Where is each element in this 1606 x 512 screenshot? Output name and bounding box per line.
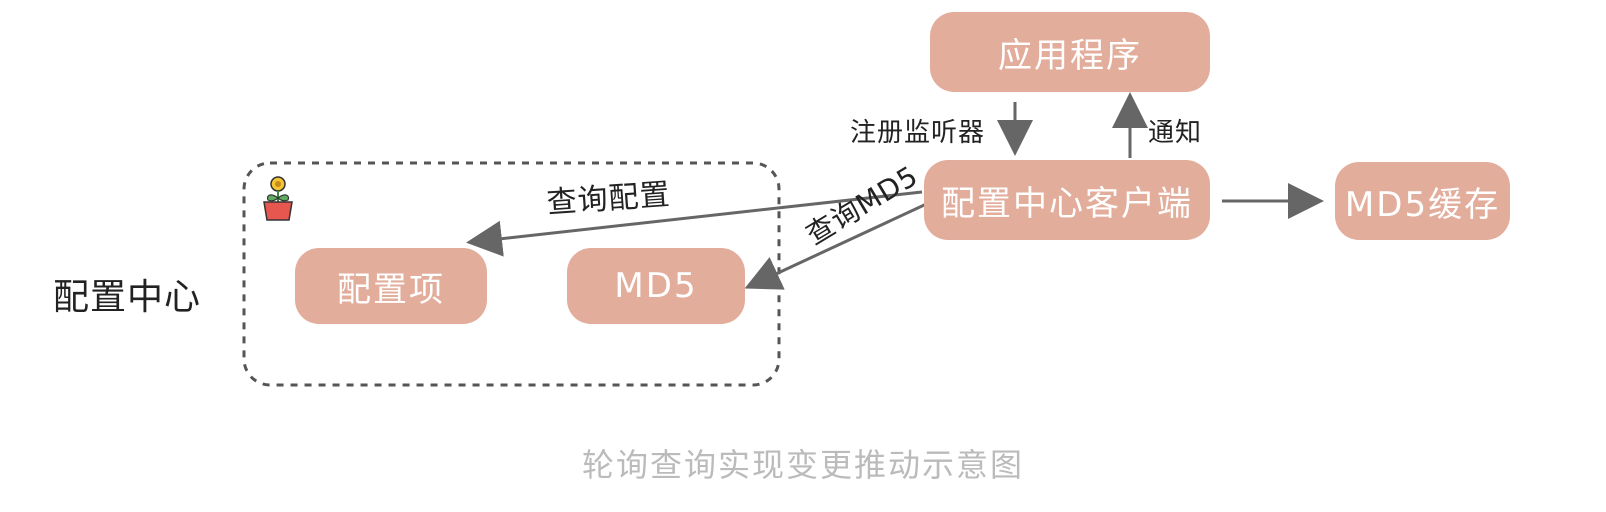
config-item-node: 配置项: [295, 248, 487, 324]
config-item-node-label: 配置项: [337, 269, 445, 310]
query-config-label: 查询配置: [545, 177, 672, 221]
app-node-label: 应用程序: [998, 35, 1142, 76]
app-node: 应用程序: [930, 12, 1210, 92]
diagram-caption: 轮询查询实现变更推动示意图: [581, 446, 1024, 484]
md5-cache-node-label: MD5缓存: [1344, 184, 1501, 225]
flower-pot-icon: [263, 176, 293, 221]
notify-label: 通知: [1148, 118, 1203, 148]
md5-cache-node: MD5缓存: [1335, 162, 1510, 240]
client-node: 配置中心客户端: [924, 160, 1210, 240]
register-listener-label: 注册监听器: [850, 118, 986, 148]
client-node-label: 配置中心客户端: [941, 183, 1193, 224]
md5-node: MD5: [567, 248, 745, 324]
md5-node-label: MD5: [614, 266, 698, 306]
config-center-label: 配置中心: [53, 277, 202, 318]
query-config-arrow: [466, 190, 923, 257]
query-md5-arrow: [744, 198, 936, 290]
